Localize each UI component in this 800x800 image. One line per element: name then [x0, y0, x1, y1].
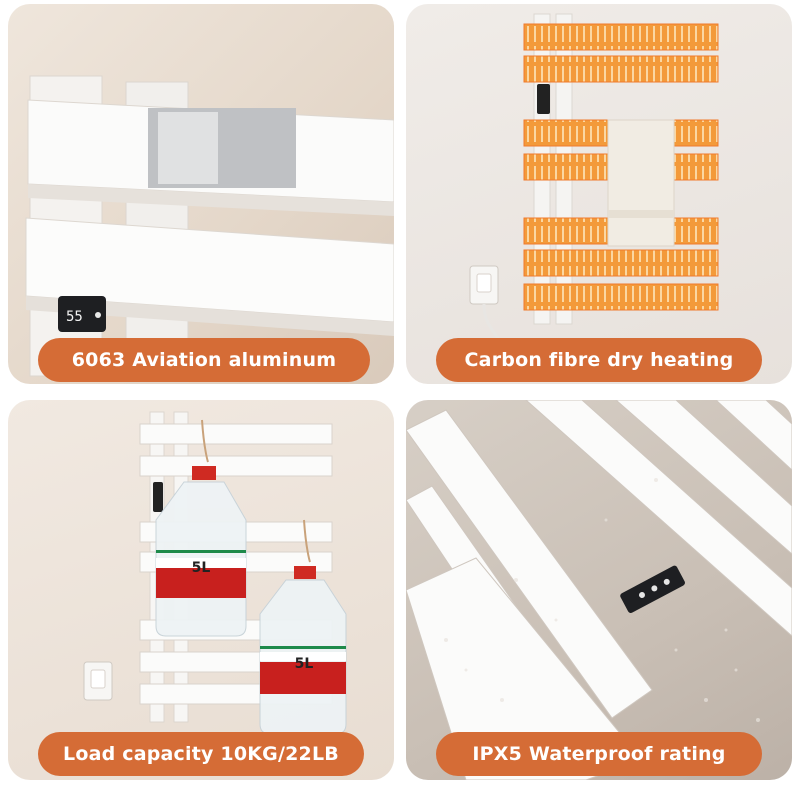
- water-bottle-large: 5L: [155, 419, 247, 637]
- caption-carbon-fibre: Carbon fibre dry heating: [436, 338, 762, 382]
- water-droplets: [444, 478, 760, 722]
- control-display: [537, 84, 550, 114]
- caption-load-capacity: Load capacity 10KG/22LB: [38, 732, 364, 776]
- loaded-rack-illustration: 5L 5L: [83, 411, 347, 735]
- control-display: [58, 296, 106, 332]
- carbon-fibre-heating-panel: Carbon fibre dry heating: [406, 4, 792, 384]
- temperature-readout: 55: [66, 309, 83, 325]
- wet-rack-illustration: [406, 400, 792, 780]
- rack-closeup-illustration: 55: [25, 75, 394, 383]
- control-display: [153, 482, 163, 512]
- water-bottle-small: 5L: [259, 519, 347, 735]
- bottle-label: 5L: [192, 560, 211, 576]
- towel: [607, 119, 675, 247]
- caption-waterproof: IPX5 Waterproof rating: [436, 732, 762, 776]
- heated-rack-illustration: [469, 13, 719, 365]
- waterproof-panel: IPX5 Waterproof rating: [406, 400, 792, 780]
- bottle-label: 5L: [295, 656, 314, 672]
- control-display: [620, 565, 685, 614]
- aviation-aluminum-panel: 55 6063 Aviation aluminum: [8, 4, 394, 384]
- load-capacity-panel: 5L 5L Load capacity 10KG/22LB: [8, 400, 394, 780]
- caption-aviation-aluminum: 6063 Aviation aluminum: [38, 338, 370, 382]
